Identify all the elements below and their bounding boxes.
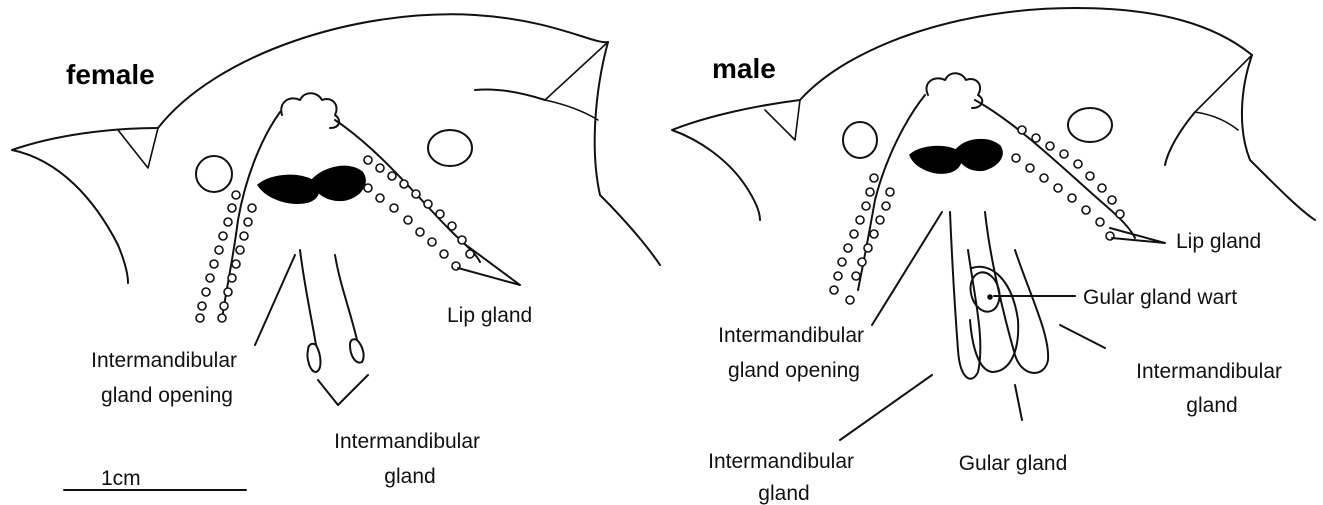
scale-bar-label: 1cm (101, 467, 141, 490)
female-panel: female (12, 14, 660, 490)
male-gular-gland (970, 267, 1018, 372)
male-title: male (712, 53, 776, 84)
male-label-intermandibular-gland-left: Intermandibular gland (708, 450, 860, 505)
male-label-intermandibular-gland-right: Intermandibular gland (1136, 360, 1288, 417)
female-label-intermandibular-gland-opening: Intermandibular gland opening (91, 349, 243, 407)
male-leader-lines (840, 212, 1165, 440)
male-label-gular-gland: Gular gland (959, 452, 1068, 475)
male-label-gular-gland-wart: Gular gland wart (1083, 286, 1237, 309)
male-panel: male (672, 8, 1315, 505)
female-label-lip-gland: Lip gland (447, 304, 532, 327)
male-nostrils (910, 140, 1002, 173)
female-label-intermandibular-gland: Intermandibular gland (334, 430, 486, 488)
female-nostrils (258, 166, 365, 203)
male-label-lip-gland: Lip gland (1176, 230, 1261, 253)
female-intermandibular-glands (300, 250, 364, 372)
female-title: female (66, 59, 155, 90)
male-label-intermandibular-gland-opening: Intermandibular gland opening (718, 324, 870, 382)
